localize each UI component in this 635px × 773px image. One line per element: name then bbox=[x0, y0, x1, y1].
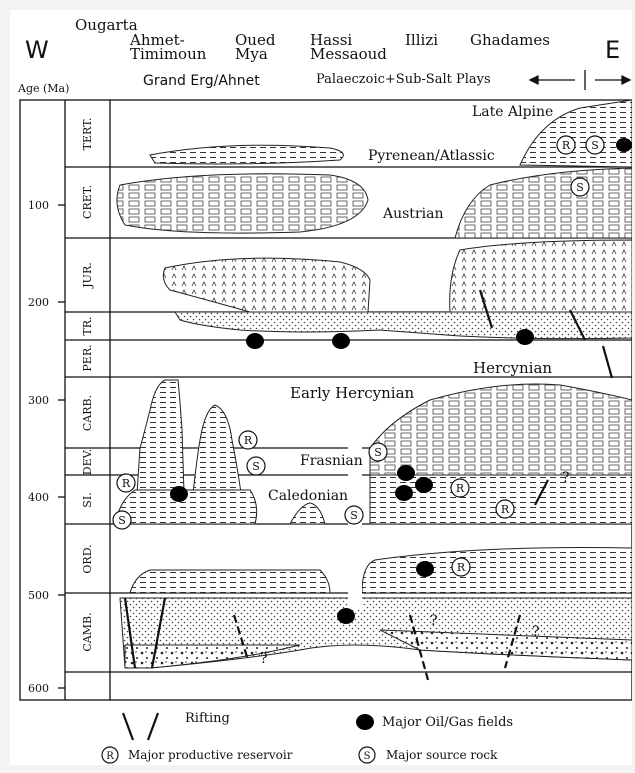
basin-mya: Mya bbox=[235, 45, 268, 63]
reservoir-label-6: R bbox=[457, 561, 466, 574]
jurassic-east-body bbox=[449, 239, 633, 313]
period-per: PER. bbox=[81, 344, 94, 371]
age-tick-500: 500 bbox=[28, 589, 49, 602]
ordovician-mid-body bbox=[289, 502, 326, 525]
period-ord: ORD. bbox=[81, 544, 94, 573]
age-tick-200: 200 bbox=[28, 296, 49, 309]
rifting-faults bbox=[123, 289, 614, 681]
hassi-messaoud-high bbox=[348, 440, 362, 610]
basin-ghadames: Ghadames bbox=[470, 31, 550, 49]
question-mark-3: ? bbox=[532, 624, 540, 640]
cretaceous-east-body bbox=[454, 167, 633, 239]
period-si: SI. bbox=[81, 492, 94, 507]
legend-source-symbol: S bbox=[364, 751, 371, 762]
event-austrian: Austrian bbox=[382, 206, 443, 222]
carboniferous-east-body bbox=[369, 383, 633, 476]
event-pyrenean: Pyrenean/Atlassic bbox=[368, 148, 495, 164]
source-markers bbox=[112, 135, 605, 530]
figure-panel: W E Ougarta Ahmet- Timimoun Oued Mya Has… bbox=[10, 10, 633, 765]
jurassic-west-body bbox=[162, 257, 371, 313]
source-label-3: S bbox=[252, 460, 260, 473]
legend-source-icon bbox=[358, 746, 376, 764]
question-mark-2: ? bbox=[430, 613, 438, 629]
reservoir-label-3: R bbox=[122, 477, 131, 490]
legend-reservoir-label: Major productive reservoir bbox=[128, 748, 293, 762]
east-label: E bbox=[605, 36, 620, 64]
subtitle-grand-erg: Grand Erg/Ahnet bbox=[143, 73, 260, 89]
plays-arrows bbox=[528, 70, 632, 90]
age-axis-label: Age (Ma) bbox=[17, 82, 69, 95]
legend-source-label: Major source rock bbox=[386, 748, 498, 762]
ordovician-west-body bbox=[129, 569, 331, 594]
age-tick-300: 300 bbox=[28, 394, 49, 407]
devonian-west-column-1 bbox=[134, 379, 186, 525]
strata-bodies bbox=[114, 99, 633, 669]
event-early-hercynian: Early Hercynian bbox=[290, 384, 415, 402]
event-late-alpine: Late Alpine bbox=[472, 104, 553, 120]
event-frasnian: Frasnian bbox=[300, 453, 363, 469]
reservoir-label-2: R bbox=[244, 434, 253, 447]
basin-timimoun: Timimoun bbox=[130, 45, 207, 63]
reservoir-label-1: R bbox=[562, 139, 571, 152]
silurian-west-body bbox=[114, 489, 258, 525]
basin-illizi: Illizi bbox=[405, 31, 438, 49]
legend-field-icon bbox=[356, 714, 374, 730]
period-carb: CARB. bbox=[81, 395, 94, 431]
age-ticks bbox=[58, 204, 65, 689]
basin-ougarta: Ougarta bbox=[75, 16, 138, 34]
ordovician-east-body bbox=[361, 547, 633, 594]
oil-gas-fields bbox=[170, 138, 632, 624]
question-mark-4: ? bbox=[562, 470, 570, 486]
source-label-4: S bbox=[374, 446, 382, 459]
event-caledonian: Caledonian bbox=[268, 488, 348, 504]
period-camb: CAMB. bbox=[81, 612, 94, 651]
legend-rifting-icon bbox=[121, 712, 160, 741]
basin-messaoud: Messaoud bbox=[310, 45, 387, 63]
source-label-6: S bbox=[350, 509, 358, 522]
age-tick-400: 400 bbox=[28, 491, 49, 504]
period-tr: TR. bbox=[81, 316, 94, 335]
period-cret: CRET. bbox=[81, 185, 94, 219]
age-tick-100: 100 bbox=[28, 199, 49, 212]
west-label: W bbox=[25, 36, 49, 64]
event-hercynian: Hercynian bbox=[473, 359, 552, 377]
reservoir-label-4: R bbox=[456, 482, 465, 495]
basin-hassi: Hassi bbox=[310, 31, 352, 49]
triassic-band bbox=[174, 311, 633, 340]
age-tick-600: 600 bbox=[28, 682, 49, 695]
legend-fields-label: Major Oil/Gas fields bbox=[382, 715, 513, 730]
cambrian-basal-conglomerate bbox=[124, 644, 301, 669]
legend-reservoir-icon bbox=[101, 746, 119, 764]
period-tert: TERT. bbox=[81, 118, 94, 151]
source-label-5: S bbox=[118, 514, 126, 527]
source-label-2: S bbox=[576, 181, 584, 194]
period-jur: JUR. bbox=[81, 262, 94, 288]
subtitle-plays: Palaeczoic+Sub-Salt Plays bbox=[316, 72, 491, 87]
stratigraphic-chart: W E Ougarta Ahmet- Timimoun Oued Mya Has… bbox=[17, 16, 633, 764]
basin-ahmet: Ahmet- bbox=[129, 31, 185, 49]
tertiary-west-body bbox=[149, 144, 344, 165]
cretaceous-west-body bbox=[116, 173, 369, 234]
question-mark-1: ? bbox=[260, 651, 268, 667]
reservoir-label-5: R bbox=[501, 503, 510, 516]
tertiary-east-body bbox=[519, 99, 633, 168]
basin-oued: Oued bbox=[235, 31, 276, 49]
cambrian-east-conglomerate bbox=[379, 629, 633, 661]
reservoir-markers bbox=[116, 135, 576, 577]
source-label-1: S bbox=[591, 139, 599, 152]
legend-rifting-label: Rifting bbox=[185, 711, 230, 726]
period-dev: DEV. bbox=[81, 449, 94, 475]
legend-reservoir-symbol: R bbox=[106, 751, 114, 762]
legend: Rifting Major Oil/Gas fields R Major pro… bbox=[101, 711, 513, 764]
